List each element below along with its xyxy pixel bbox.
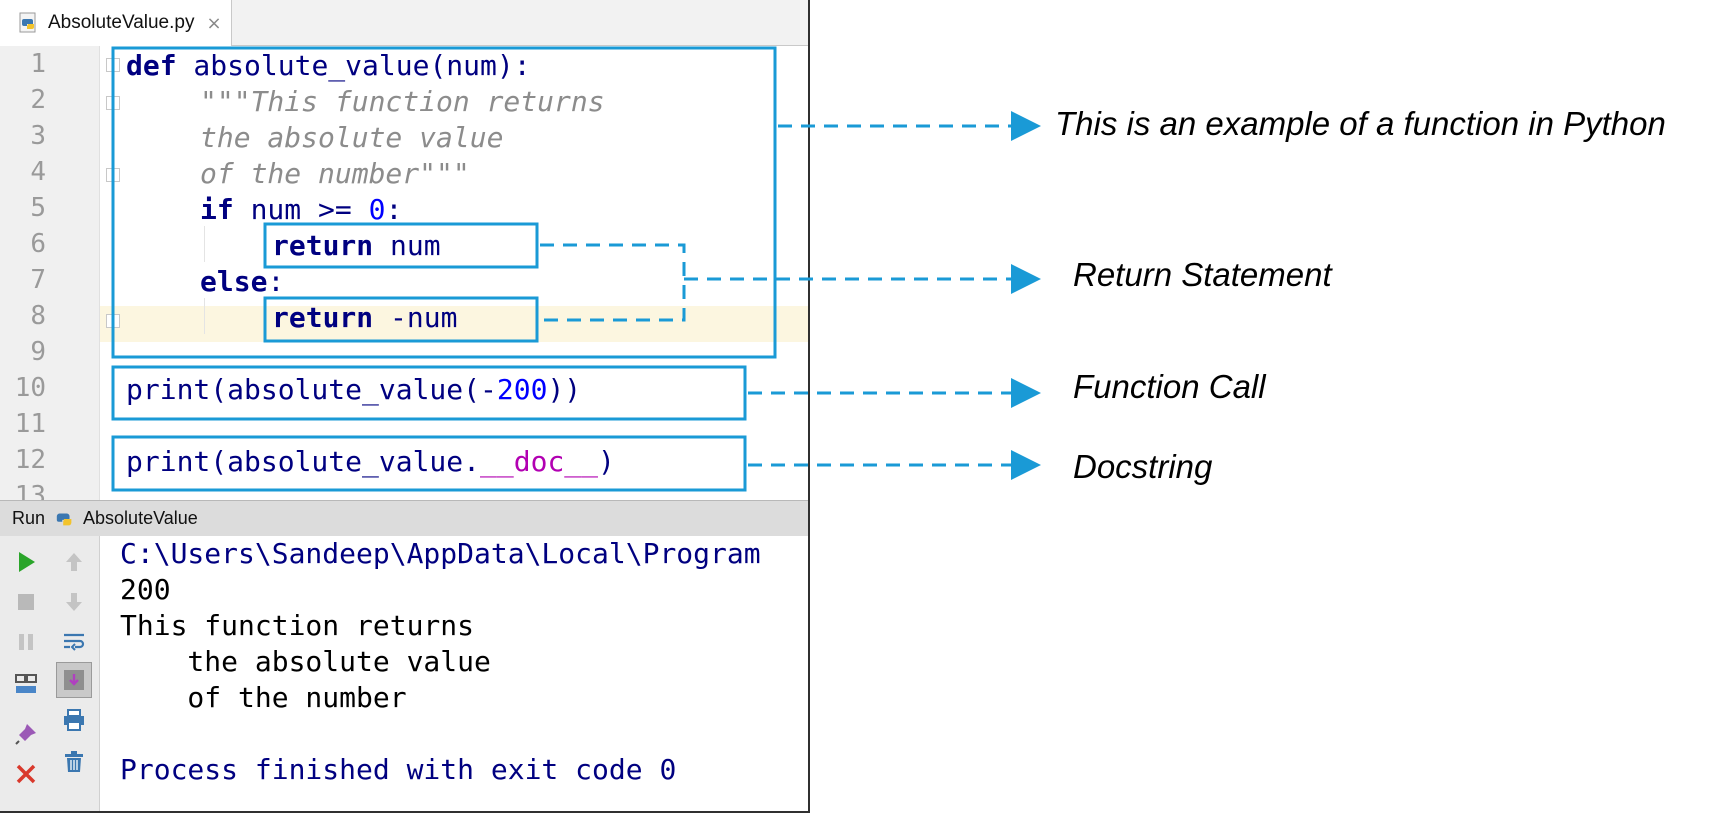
line-number: 8 [30,301,46,331]
python-config-icon [56,513,72,525]
scroll-to-end-icon [64,670,84,690]
line-number: 5 [30,193,46,223]
code-line-7: else: [200,265,285,298]
editor-tab-bar: AbsoluteValue.py × [0,0,808,46]
line-number: 3 [30,121,46,151]
code-line-1: def absolute_value(num): [126,49,531,82]
indent-guide [204,226,205,262]
pause-button[interactable] [8,624,44,660]
pin-icon [15,724,36,745]
console-output-line: 200 [120,573,171,606]
tab-title: AbsoluteValue.py [48,12,195,33]
fold-marker-icon[interactable] [106,58,120,72]
console-exit-line: Process finished with exit code 0 [120,753,677,786]
line-number: 4 [30,157,46,187]
line-number: 7 [30,265,46,295]
close-icon [16,764,36,784]
code-line-5: if num >= 0: [200,193,403,226]
function-annotation-label: This is an example of a function in Pyth… [1055,105,1666,142]
layout-button[interactable] [8,666,44,702]
console-output-line: the absolute value [120,645,491,678]
close-button[interactable] [8,756,44,792]
scroll-up-button[interactable] [56,544,92,580]
layout-icon [15,674,37,693]
indent-guide [204,298,205,334]
run-config-name: AbsoluteValue [83,508,198,528]
code-editor[interactable]: 1 2 3 4 5 6 7 8 9 10 11 12 13 def absolu… [0,46,808,500]
stop-button[interactable] [8,584,44,620]
scroll-to-end-button[interactable] [56,662,92,698]
run-icon [19,552,35,572]
docstring-annotation-label: Docstring [1073,448,1213,485]
code-line-10: print(absolute_value(-200)) [126,373,582,406]
line-number: 1 [30,49,46,79]
line-number: 10 [14,373,46,403]
fold-marker-icon[interactable] [106,314,120,328]
file-tab[interactable]: AbsoluteValue.py × [0,0,232,46]
code-line-3: the absolute value [200,121,504,154]
pause-icon [19,634,33,650]
code-line-6: return num [272,229,441,262]
run-panel-header: Run AbsoluteValue [0,500,808,536]
python-file-icon [19,12,36,33]
run-panel-label: Run [12,508,46,528]
clear-all-button[interactable] [56,744,92,780]
console-output-line: of the number [120,681,407,714]
line-number: 2 [30,85,46,115]
line-number: 9 [30,337,46,367]
code-line-12: print(absolute_value.__doc__) [126,445,615,478]
return-annotation-label: Return Statement [1073,256,1332,293]
print-button[interactable] [56,702,92,738]
fold-marker-icon[interactable] [106,168,120,182]
function-call-annotation-label: Function Call [1073,368,1266,405]
ide-window: AbsoluteValue.py × 1 2 3 4 5 6 7 8 9 10 … [0,0,810,813]
line-number: 12 [14,445,46,475]
up-arrow-icon [66,553,82,571]
line-number: 11 [14,409,46,439]
rerun-button[interactable] [8,544,44,580]
tab-close-icon[interactable]: × [206,12,222,34]
pin-button[interactable] [8,716,44,752]
console-output[interactable]: C:\Users\Sandeep\AppData\Local\Program 2… [100,536,808,811]
line-number: 6 [30,229,46,259]
fold-marker-icon[interactable] [106,96,120,110]
code-line-8: return -num [272,301,458,334]
line-number: 13 [14,481,46,500]
soft-wrap-icon [64,633,85,651]
trash-icon [65,751,83,772]
down-arrow-icon [66,593,82,611]
console-output-line: This function returns [120,609,475,642]
console-path-line: C:\Users\Sandeep\AppData\Local\Program [120,537,761,570]
code-line-4: of the number""" [200,157,470,190]
run-toolbar [0,536,100,811]
print-icon [64,709,84,731]
soft-wrap-button[interactable] [56,624,92,660]
code-line-2: """This function returns [200,85,605,118]
scroll-down-button[interactable] [56,584,92,620]
stop-icon [18,594,34,610]
line-number-gutter: 1 2 3 4 5 6 7 8 9 10 11 12 13 [0,46,100,500]
